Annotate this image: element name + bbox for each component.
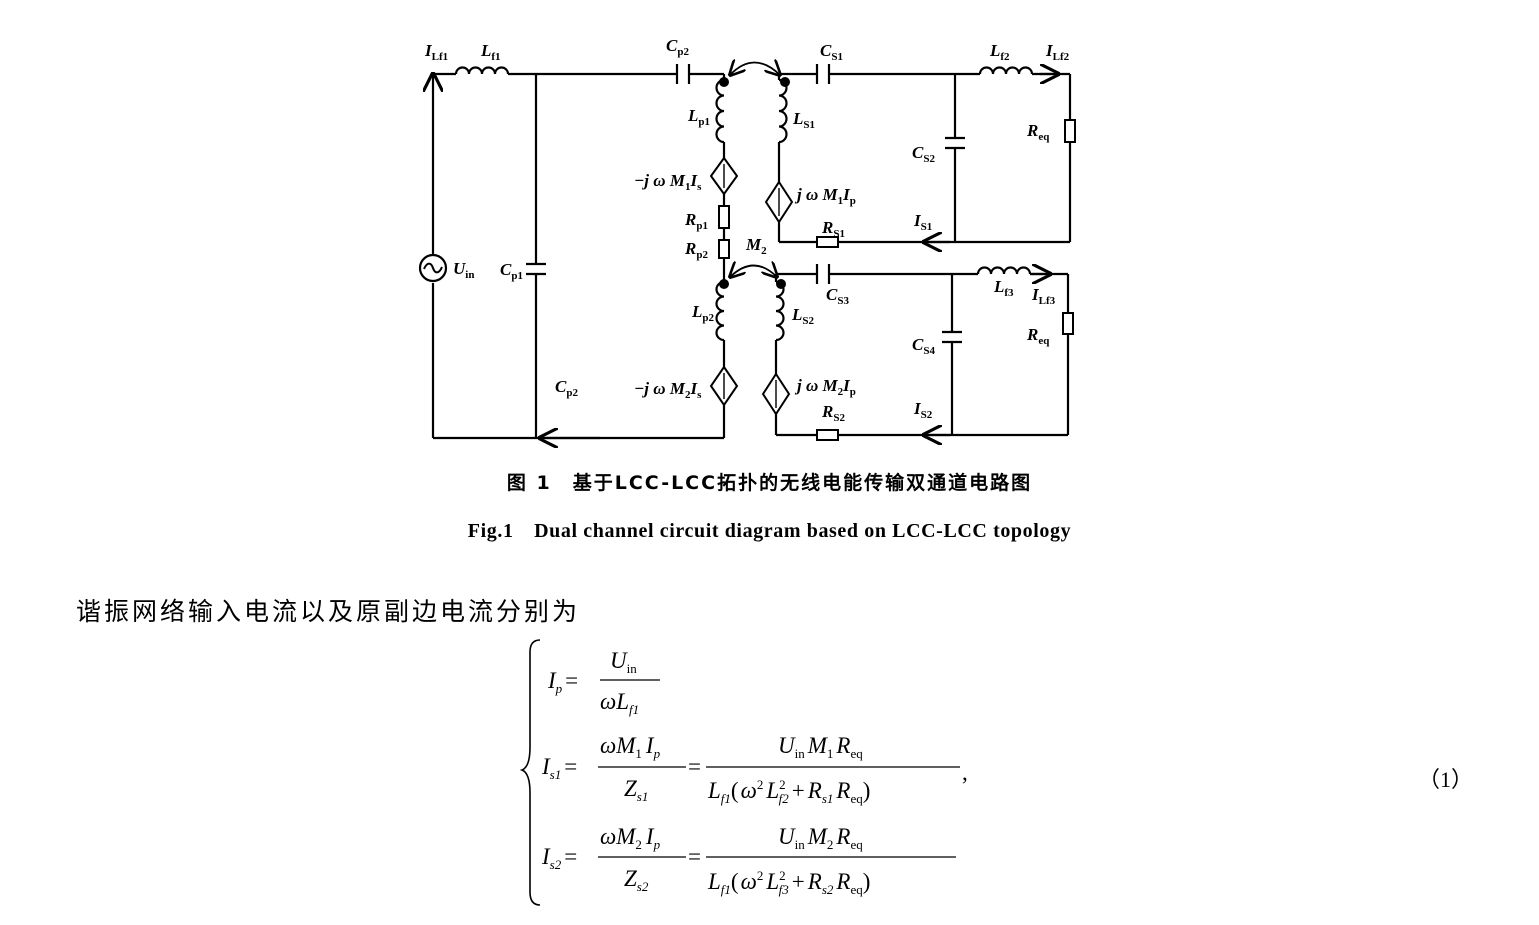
label-r-eq-2: Req: [1026, 325, 1050, 347]
dot-lp1: [719, 77, 729, 87]
label-i-lf2: ILf2: [1045, 41, 1070, 63]
primary-wires: [433, 74, 726, 438]
label-l-f1: Lf1: [480, 41, 501, 63]
secondary-2-wires: [774, 274, 1070, 435]
figure-caption-chinese: 图 1 基于LCC-LCC拓扑的无线电能传输双通道电路图: [506, 472, 1033, 494]
voltage-source-uin: [418, 253, 448, 283]
label-src-s1: j ω M1Ip: [794, 185, 856, 207]
label-c-p1: Cp1: [500, 260, 523, 282]
label-r-s1: RS1: [821, 218, 845, 240]
label-c-s2: CS2: [912, 143, 935, 165]
capacitor-cs4: [942, 330, 962, 344]
capacitor-cp1: [526, 262, 546, 276]
resistor-rp1: [718, 205, 730, 229]
capacitor-cp2-top: [675, 64, 691, 84]
secondary-1-wires: [777, 74, 1072, 242]
intro-paragraph: 谐振网络输入电流以及原副边电流分别为: [76, 597, 581, 626]
label-c-p2-bottom: Cp2: [555, 377, 578, 399]
equation-system: .e { font-family:"Liberation Serif",seri…: [520, 639, 968, 906]
svg-text:Ip=: Ip=: [547, 668, 578, 696]
equation-row-ip: Ip= Uin ωLf1: [547, 648, 660, 717]
label-r-s2: RS2: [821, 402, 845, 424]
label-i-lf3: ILf3: [1031, 285, 1056, 307]
svg-text:=: =: [688, 754, 701, 779]
capacitor-cs2: [945, 136, 965, 150]
resistor-rp2: [718, 239, 730, 259]
svg-text:Is2=: Is2=: [541, 844, 577, 872]
label-src-p2: −j ω M2Is: [634, 379, 702, 401]
label-src-s2: j ω M2Ip: [794, 376, 856, 398]
capacitor-cs1: [815, 64, 831, 84]
svg-text:Zs1: Zs1: [624, 776, 648, 804]
equation-number: （1）: [1418, 767, 1474, 792]
svg-text:ωLf1: ωLf1: [600, 689, 639, 717]
label-i-lf1: ILf1: [424, 41, 448, 63]
label-l-s1: LS1: [792, 109, 815, 131]
inductor-lp1: [715, 78, 725, 144]
coupling-m1: [730, 63, 780, 76]
capacitor-cs3: [815, 264, 831, 284]
inductor-lp2: [715, 280, 725, 342]
label-l-p1: Lp1: [687, 106, 710, 128]
dependent-source-primary-2: [709, 365, 739, 407]
left-brace: [520, 639, 541, 906]
svg-text:,: ,: [962, 760, 968, 785]
label-c-s1: CS1: [820, 41, 843, 63]
inductor-ls2: [775, 280, 785, 342]
dependent-source-secondary-1: [764, 180, 794, 224]
inductor-ls1: [778, 78, 788, 144]
resistor-req-2: [1062, 312, 1074, 335]
dependent-source-secondary-2: [761, 372, 791, 416]
label-l-p2: Lp2: [691, 302, 715, 324]
label-l-s2: LS2: [791, 305, 815, 327]
resistor-rs1: [816, 236, 839, 248]
label-m-2: M2: [745, 235, 767, 257]
label-c-s3: CS3: [826, 285, 849, 307]
dot-lp2: [719, 279, 729, 289]
svg-text:Is1=: Is1=: [541, 754, 577, 782]
inductor-lf3: [976, 266, 1032, 275]
svg-text:Uin: Uin: [610, 648, 637, 676]
label-u-in: Uin: [453, 259, 474, 281]
coupling-m2: [730, 266, 777, 278]
label-r-p2: Rp2: [684, 239, 708, 261]
label-c-p2-top: Cp2: [666, 36, 689, 58]
circuit-diagram: ILf1 Lf1 Cp2 CS1 Lf2 ILf2 Lp1 LS1 CS2 Re…: [418, 36, 1076, 460]
label-src-p1: −j ω M1Is: [634, 171, 702, 193]
inductor-lf1: [454, 66, 510, 75]
label-i-s1: IS1: [913, 211, 932, 233]
resistor-rs2: [816, 429, 839, 441]
resistor-req-1: [1064, 119, 1076, 143]
figure-caption-english: Fig.1 Dual channel circuit diagram based…: [467, 520, 1072, 542]
label-r-p1: Rp1: [684, 210, 708, 232]
label-l-f2: Lf2: [989, 41, 1010, 63]
dependent-source-primary-1: [709, 156, 739, 196]
inductor-lf2: [978, 66, 1034, 75]
label-i-s2: IS2: [913, 399, 933, 421]
label-r-eq-1: Req: [1026, 121, 1050, 143]
svg-text:=: =: [688, 844, 701, 869]
svg-text:Zs2: Zs2: [624, 866, 649, 894]
label-c-s4: CS4: [912, 335, 935, 357]
label-l-f3: Lf3: [993, 277, 1014, 299]
